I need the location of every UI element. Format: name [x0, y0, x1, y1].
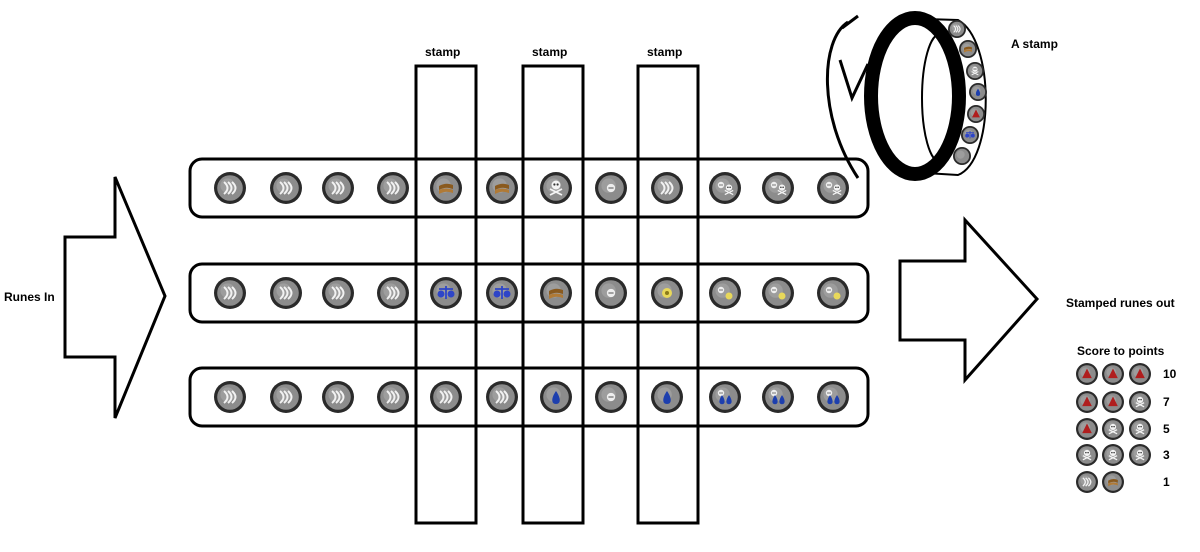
earth-rune-icon	[486, 172, 518, 204]
stamped-out-arrow	[898, 216, 1040, 384]
conveyors	[188, 157, 870, 428]
stamp-label: stamp	[425, 45, 461, 59]
stamp-wheel-outer	[864, 11, 966, 181]
score-points: 3	[1163, 448, 1170, 462]
stamp-column	[636, 64, 700, 525]
score-table	[1076, 363, 1151, 493]
fire-rune-icon	[967, 105, 985, 123]
stamp-column	[414, 64, 478, 525]
score-row	[1076, 363, 1151, 385]
death-rune-icon	[1129, 418, 1151, 440]
score-points: 5	[1163, 422, 1170, 436]
rotation-arrow	[826, 20, 860, 179]
rotation-arrowhead	[838, 59, 870, 103]
stamp-wheel	[826, 11, 987, 181]
air-rune-icon	[377, 381, 409, 413]
stamp-wheel-inner	[921, 33, 959, 163]
stamped-runes-out-label: Stamped runes out	[1066, 296, 1175, 310]
cosmic-rune-icon	[651, 277, 683, 309]
death-rune-icon	[1102, 444, 1124, 466]
conveyor-belt	[188, 366, 870, 428]
earth-rune-icon	[959, 40, 977, 58]
score-row	[1076, 418, 1151, 440]
air-rune-icon	[214, 277, 246, 309]
runes-in-arrow	[63, 176, 167, 419]
mind-cosmic-rune-icon	[709, 277, 741, 309]
stamp-columns	[414, 64, 700, 525]
conveyor-belt	[188, 262, 870, 324]
mind-rune-icon	[595, 277, 627, 309]
death-rune-icon	[966, 62, 984, 80]
rotation-tail	[841, 14, 859, 30]
law-rune-icon	[961, 126, 979, 144]
fire-rune-icon	[1102, 391, 1124, 413]
air-rune-icon	[214, 381, 246, 413]
air-rune-icon	[214, 172, 246, 204]
score-points: 1	[1163, 475, 1170, 489]
death-rune-icon	[1129, 444, 1151, 466]
air-rune-icon	[651, 172, 683, 204]
air-rune-icon	[270, 172, 302, 204]
stamp-label: stamp	[647, 45, 683, 59]
mind-death-rune-icon	[762, 172, 794, 204]
blank-rune-icon	[953, 147, 971, 165]
fire-rune-icon	[1102, 363, 1124, 385]
water-rune-icon	[540, 381, 572, 413]
air-rune-icon	[322, 277, 354, 309]
air-rune-icon	[377, 277, 409, 309]
conveyor-belt	[188, 157, 870, 219]
death-rune-icon	[1102, 418, 1124, 440]
a-stamp-label: A stamp	[1011, 37, 1058, 51]
water-rune-icon	[969, 83, 987, 101]
law-rune-icon	[486, 277, 518, 309]
score-row	[1076, 471, 1124, 493]
air-rune-icon	[948, 20, 966, 38]
mind-water-rune-icon	[709, 381, 741, 413]
death-rune-icon	[1076, 444, 1098, 466]
law-rune-icon	[430, 277, 462, 309]
stamp-wheel-band	[924, 18, 987, 177]
score-title: Score to points	[1077, 344, 1165, 358]
air-rune-icon	[270, 381, 302, 413]
score-row	[1076, 391, 1151, 413]
arrows	[63, 176, 1040, 419]
mind-rune-icon	[595, 172, 627, 204]
mind-cosmic-rune-icon	[762, 277, 794, 309]
score-points: 7	[1163, 395, 1170, 409]
air-rune-icon	[486, 381, 518, 413]
stamp-column	[521, 64, 585, 525]
air-rune-icon	[377, 172, 409, 204]
score-points: 10	[1163, 367, 1177, 381]
mind-death-rune-icon	[817, 172, 849, 204]
air-rune-icon	[322, 381, 354, 413]
air-rune-icon	[430, 381, 462, 413]
fire-rune-icon	[1129, 363, 1151, 385]
air-rune-icon	[322, 172, 354, 204]
fire-rune-icon	[1076, 391, 1098, 413]
earth-rune-icon	[1102, 471, 1124, 493]
fire-rune-icon	[1076, 418, 1098, 440]
death-rune-icon	[540, 172, 572, 204]
runes-in-label: Runes In	[4, 290, 55, 304]
death-rune-icon	[1129, 391, 1151, 413]
mind-death-rune-icon	[709, 172, 741, 204]
score-row	[1076, 444, 1151, 466]
mind-water-rune-icon	[817, 381, 849, 413]
air-rune-icon	[1076, 471, 1098, 493]
stamp-label: stamp	[532, 45, 568, 59]
air-rune-icon	[270, 277, 302, 309]
earth-rune-icon	[430, 172, 462, 204]
mind-rune-icon	[595, 381, 627, 413]
water-rune-icon	[651, 381, 683, 413]
fire-rune-icon	[1076, 363, 1098, 385]
mind-cosmic-rune-icon	[817, 277, 849, 309]
mind-water-rune-icon	[762, 381, 794, 413]
earth-rune-icon	[540, 277, 572, 309]
